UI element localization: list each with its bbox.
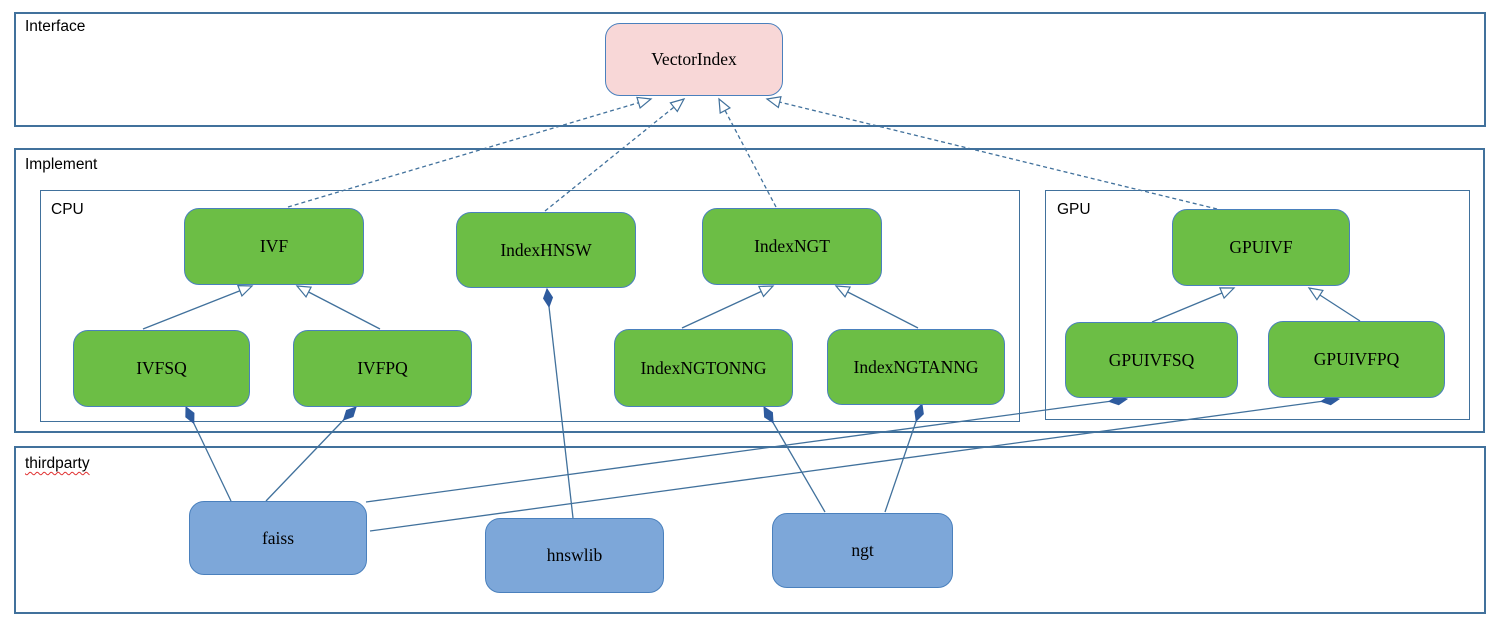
node-ivfsq-label: IVFSQ	[136, 358, 187, 378]
node-faiss[interactable]: faiss	[189, 501, 367, 575]
node-ivf-label: IVF	[259, 236, 289, 256]
node-hnswlib-label: hnswlib	[546, 545, 603, 565]
container-cpu-label: CPU	[51, 201, 84, 218]
node-ivfpq-label: IVFPQ	[357, 358, 408, 378]
node-indexngtonng-label: IndexNGTONNG	[640, 357, 767, 378]
container-thirdparty-label: thirdparty	[25, 455, 90, 472]
node-indexngtonng[interactable]: IndexNGTONNG	[614, 329, 793, 407]
node-gpuivf[interactable]: GPUIVF	[1172, 209, 1350, 286]
node-ivfpq[interactable]: IVFPQ	[293, 330, 472, 407]
node-gpuivfsq[interactable]: GPUIVFSQ	[1065, 322, 1238, 398]
node-indexhnsw-label: IndexHNSW	[500, 239, 592, 260]
node-gpuivfpq[interactable]: GPUIVFPQ	[1268, 321, 1445, 398]
node-ivf[interactable]: IVF	[184, 208, 364, 285]
node-vectorindex-label: VectorIndex	[651, 49, 737, 69]
node-gpuivfsq-label: GPUIVFSQ	[1108, 349, 1195, 370]
node-indexngtanng-label: IndexNGTANNG	[853, 356, 979, 377]
container-gpu-label: GPU	[1057, 201, 1091, 218]
node-indexhnsw[interactable]: IndexHNSW	[456, 212, 636, 288]
container-implement-label: Implement	[25, 156, 98, 173]
node-gpuivfpq-label: GPUIVFPQ	[1313, 349, 1400, 369]
node-ngt-label: ngt	[851, 540, 874, 560]
node-ngt[interactable]: ngt	[772, 513, 953, 588]
node-faiss-label: faiss	[261, 527, 295, 548]
container-interface-label: Interface	[25, 18, 86, 35]
node-indexngt[interactable]: IndexNGT	[702, 208, 882, 285]
node-gpuivf-label: GPUIVF	[1229, 237, 1293, 257]
node-ivfsq[interactable]: IVFSQ	[73, 330, 250, 407]
node-indexngt-label: IndexNGT	[754, 236, 830, 256]
node-hnswlib[interactable]: hnswlib	[485, 518, 664, 593]
node-vectorindex[interactable]: VectorIndex	[605, 23, 783, 96]
node-indexngtanng[interactable]: IndexNGTANNG	[827, 329, 1005, 405]
